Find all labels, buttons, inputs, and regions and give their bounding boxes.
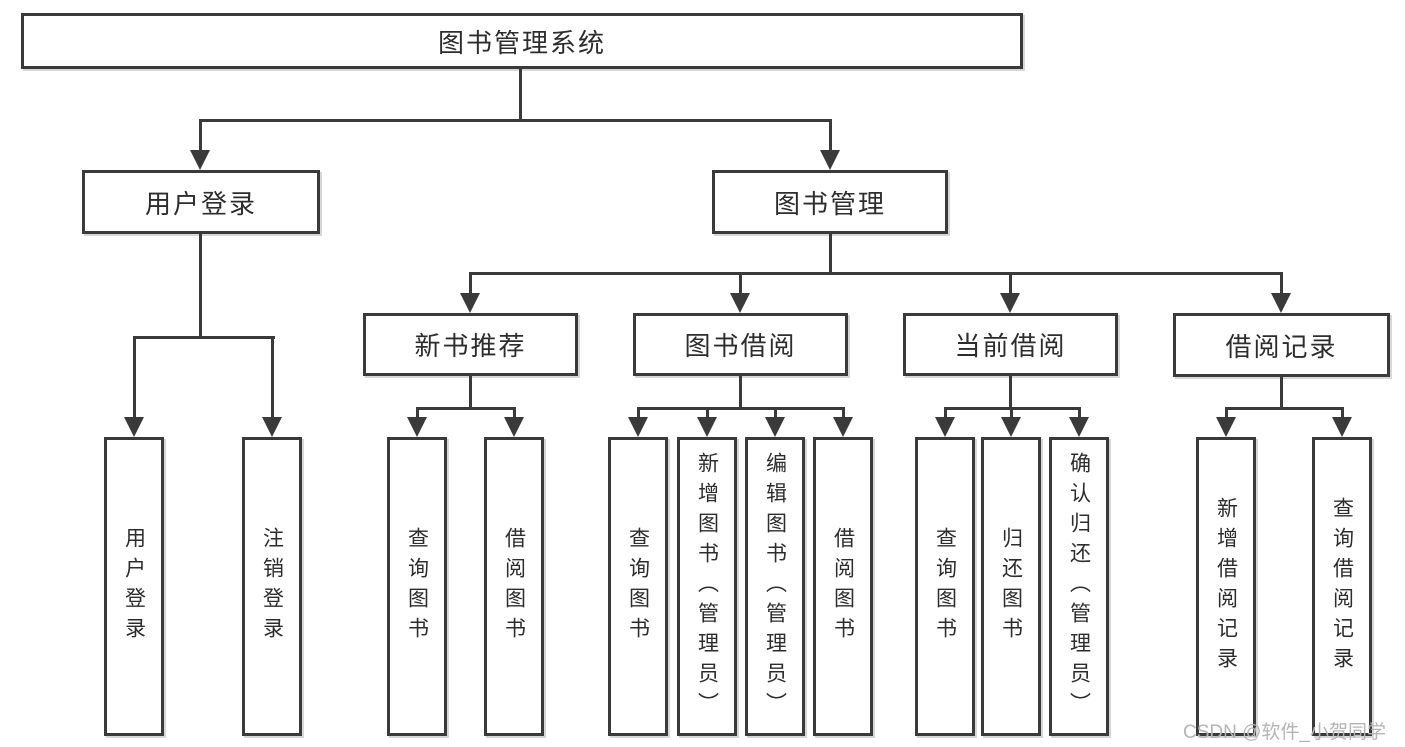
connector-drop (944, 407, 947, 419)
leaf-recommend-borrow-books-label: 借阅图书 (502, 526, 526, 647)
connector-borrow-trunk (739, 376, 742, 408)
connector-drop (842, 407, 845, 419)
arrow-down-icon (730, 293, 750, 313)
connector-drop (1341, 407, 1344, 419)
arrow-down-icon (765, 417, 785, 437)
node-new-book-recommend: 新书推荐 (363, 313, 578, 376)
node-root: 图书管理系统 (21, 13, 1023, 69)
leaf-user-login-label: 用户登录 (122, 526, 146, 647)
node-book-mgmt: 图书管理 (712, 170, 948, 234)
connector-drop-book-mgmt (829, 119, 832, 153)
connector-recommend-branch (416, 407, 516, 410)
arrow-down-icon (628, 417, 648, 437)
leaf-borrow-query-books-label: 查询图书 (626, 526, 650, 647)
arrow-down-icon (1001, 417, 1021, 437)
leaf-recommend-query-books-label: 查询图书 (405, 526, 429, 647)
arrow-down-icon (1216, 417, 1236, 437)
node-new-book-recommend-label: 新书推荐 (414, 331, 527, 361)
leaf-current-confirm-return-admin-label: 确认归还（管理员） (1067, 451, 1091, 722)
connector-records-trunk (1280, 377, 1283, 407)
node-book-borrow-label: 图书借阅 (684, 331, 797, 361)
leaf-current-query-books: 查询图书 (915, 437, 975, 736)
leaf-borrow-query-books: 查询图书 (608, 437, 668, 736)
connector-drop-borrow (739, 272, 742, 294)
arrow-down-icon (124, 417, 144, 437)
arrow-down-icon (833, 417, 853, 437)
arrow-down-icon (1000, 293, 1020, 313)
leaf-borrow-borrow-books-label: 借阅图书 (831, 526, 855, 647)
connector-drop-user-login (199, 119, 202, 153)
node-user-login: 用户登录 (82, 170, 320, 234)
arrow-down-icon (697, 417, 717, 437)
connector-mgmt-branch (469, 272, 1283, 275)
leaf-current-return-books: 归还图书 (981, 437, 1041, 736)
node-current-borrow: 当前借阅 (903, 313, 1118, 376)
leaf-logout-label: 注销登录 (260, 526, 284, 647)
leaf-records-query-record: 查询借阅记录 (1312, 437, 1372, 736)
arrow-down-icon (407, 417, 427, 437)
connector-drop (1078, 407, 1081, 419)
watermark: CSDN @软件_小贺同学 (1183, 722, 1386, 743)
arrow-down-icon (504, 417, 524, 437)
arrow-down-icon (262, 417, 282, 437)
connector-drop (1225, 407, 1228, 419)
leaf-borrow-edit-books-admin: 编辑图书（管理员） (745, 437, 805, 736)
connector-drop-leaf-logout (271, 336, 274, 418)
connector-drop-current (1009, 272, 1012, 294)
connector-drop (637, 407, 640, 419)
arrow-down-icon (460, 293, 480, 313)
leaf-borrow-borrow-books: 借阅图书 (813, 437, 873, 736)
leaf-logout: 注销登录 (242, 437, 302, 736)
leaf-current-return-books-label: 归还图书 (999, 526, 1023, 647)
leaf-records-add-record-label: 新增借阅记录 (1214, 496, 1238, 677)
leaf-records-query-record-label: 查询借阅记录 (1330, 496, 1354, 677)
node-book-borrow: 图书借阅 (633, 313, 848, 376)
node-book-mgmt-label: 图书管理 (773, 188, 886, 219)
connector-drop-leaf-login (133, 336, 136, 418)
connector-root-branch (199, 119, 832, 122)
leaf-current-query-books-label: 查询图书 (933, 526, 957, 647)
connector-drop (706, 407, 709, 419)
leaf-recommend-borrow-books: 借阅图书 (484, 437, 544, 736)
connector-drop (774, 407, 777, 419)
connector-drop (416, 407, 419, 419)
node-borrow-records: 借阅记录 (1173, 313, 1390, 377)
connector-drop (513, 407, 516, 419)
leaf-current-confirm-return-admin: 确认归还（管理员） (1049, 437, 1109, 736)
leaf-borrow-add-books-admin: 新增图书（管理员） (677, 437, 737, 736)
connector-mgmt-trunk (829, 232, 832, 273)
node-borrow-records-label: 借阅记录 (1225, 331, 1338, 362)
node-root-label: 图书管理系统 (437, 27, 606, 58)
connector-user-trunk (199, 232, 202, 337)
leaf-user-login: 用户登录 (104, 437, 164, 736)
connector-root-trunk (519, 69, 522, 120)
arrow-down-icon (1271, 293, 1291, 313)
node-current-borrow-label: 当前借阅 (954, 331, 1067, 361)
arrow-down-icon (190, 150, 210, 170)
connector-records-branch (1225, 407, 1344, 410)
connector-borrow-branch (637, 407, 845, 410)
arrow-down-icon (1069, 417, 1089, 437)
connector-current-trunk (1009, 376, 1012, 408)
arrow-down-icon (935, 417, 955, 437)
connector-drop-records (1280, 272, 1283, 294)
arrow-down-icon (820, 150, 840, 170)
node-user-login-label: 用户登录 (144, 188, 257, 219)
connector-recommend-trunk (469, 376, 472, 408)
arrow-down-icon (1332, 417, 1352, 437)
connector-drop-recommend (469, 272, 472, 294)
connector-user-branch (133, 336, 275, 339)
leaf-records-add-record: 新增借阅记录 (1196, 437, 1256, 736)
leaf-borrow-add-books-admin-label: 新增图书（管理员） (695, 451, 719, 722)
connector-drop (1010, 407, 1013, 419)
leaf-recommend-query-books: 查询图书 (387, 437, 447, 736)
leaf-borrow-edit-books-admin-label: 编辑图书（管理员） (763, 451, 787, 722)
